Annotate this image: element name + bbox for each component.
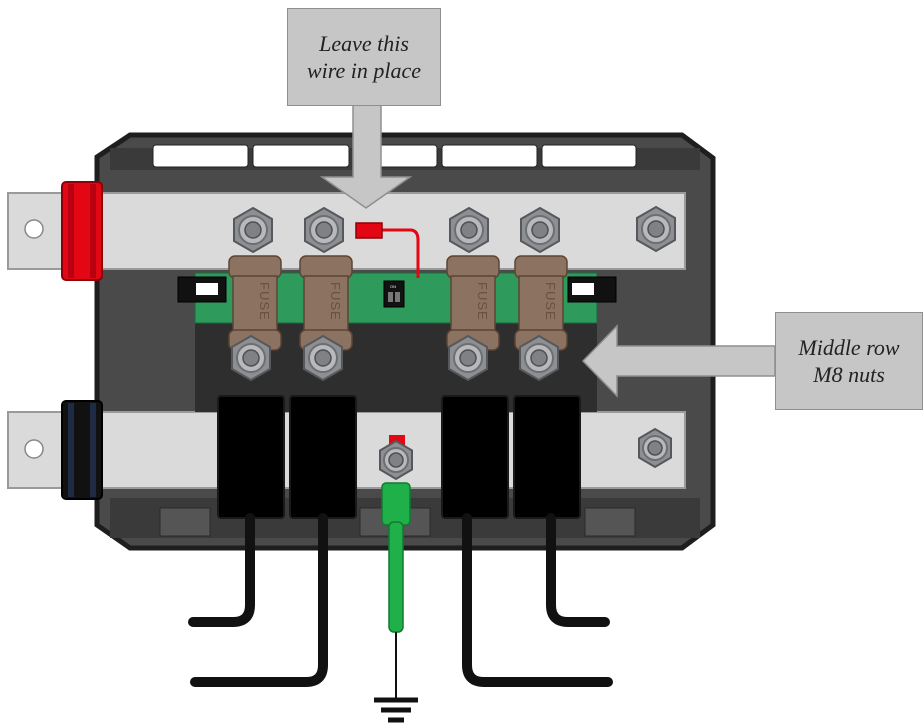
cable-plugs: [217, 395, 581, 519]
ground-nut: [379, 440, 413, 480]
right-side-switch: [567, 276, 617, 303]
top-callout-arrow: [319, 103, 413, 209]
middle-nut-1: [231, 335, 271, 381]
fuse-2: FUSE: [299, 255, 353, 351]
fuse-1: FUSE: [228, 255, 282, 351]
top-nut-4: [520, 207, 560, 253]
middle-row-callout-line2: M8 nuts: [813, 362, 885, 387]
leave-wire-callout-line1: Leave this: [319, 30, 409, 56]
positive-terminal-cap: [61, 181, 103, 281]
dip-switch: ON: [383, 280, 405, 308]
fuse-2-label: FUSE: [328, 282, 343, 321]
left-side-switch: [177, 276, 227, 303]
fuse-3-label: FUSE: [475, 282, 490, 321]
top-nut-2: [304, 207, 344, 253]
top-nut-1: [233, 207, 273, 253]
fuse-1-label: FUSE: [257, 282, 272, 321]
top-nut-right: [636, 206, 676, 252]
housing-bottom-slots: [159, 507, 636, 537]
leave-wire-callout: Leave this wire in place: [287, 8, 441, 106]
middle-nut-4: [519, 335, 559, 381]
negative-terminal-cap: [61, 400, 103, 500]
middle-row-callout-line1: Middle row: [798, 334, 900, 360]
ground-wire: [381, 435, 411, 700]
ground-symbol: [374, 697, 418, 723]
middle-row-callout: Middle row M8 nuts: [775, 312, 923, 410]
fuse-4-label: FUSE: [543, 282, 558, 321]
red-control-wire: [355, 222, 420, 278]
dip-switch-label: ON: [390, 284, 396, 289]
cables: [188, 513, 613, 687]
housing-vent-slots: [152, 144, 637, 168]
right-callout-arrow: [581, 324, 776, 398]
middle-nut-2: [303, 335, 343, 381]
fuse-3: FUSE: [446, 255, 500, 351]
bottom-nut-right: [638, 428, 672, 468]
fuse-4: FUSE: [514, 255, 568, 351]
middle-nut-3: [448, 335, 488, 381]
top-nut-3: [449, 207, 489, 253]
leave-wire-callout-line2: wire in place: [306, 58, 422, 83]
